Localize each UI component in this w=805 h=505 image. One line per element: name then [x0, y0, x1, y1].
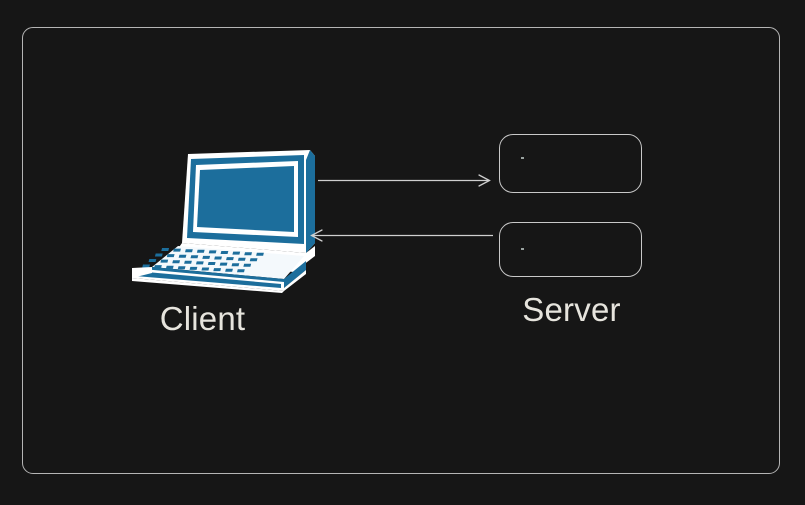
- diagram-frame: [22, 27, 780, 474]
- server-indicator-icon: [521, 157, 524, 159]
- server-indicator-icon: [521, 248, 524, 250]
- server-label: Server: [522, 291, 621, 328]
- server-node[interactable]: Server: [499, 134, 699, 359]
- laptop-icon: [110, 148, 325, 293]
- client-label: Client: [159, 300, 246, 337]
- server-unit-1[interactable]: [499, 134, 642, 193]
- client-node[interactable]: Client: [110, 148, 325, 358]
- server-unit-2[interactable]: [499, 222, 642, 277]
